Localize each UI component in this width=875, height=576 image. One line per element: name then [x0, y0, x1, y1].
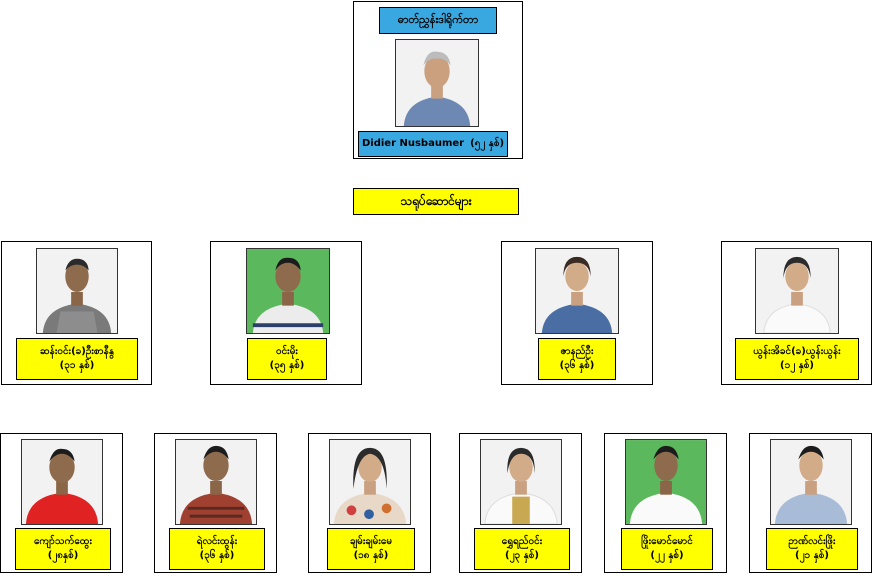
cast-age: (၁၈ နှစ်): [353, 550, 389, 561]
person-photo-icon: [756, 249, 838, 333]
cast-name: ရဲလင်းထွန်း: [196, 536, 238, 547]
director-photo: [395, 39, 479, 127]
cast-name: ရွှေရည်ဝင်း: [501, 536, 543, 547]
cast-age: (၃၆ နှစ်): [559, 360, 595, 371]
cast-name: ဖြိုးမောင်မောင်: [641, 536, 693, 547]
cast-card-r1-2: ဝင်းမိုး (၃၅ နှစ်): [210, 241, 362, 385]
cast-heading: သရုပ်ဆောင်များ: [353, 188, 519, 215]
person-photo-icon: [247, 249, 329, 333]
cast-name: ဇာနည်ဦး: [560, 346, 594, 357]
cast-age: (၂၈နှစ်): [47, 550, 79, 561]
cast-photo: [21, 439, 103, 525]
director-name: Didier Nusbaumer: [361, 138, 465, 149]
cast-label: ချမ်းချမ်းမေ (၁၈ နှစ်): [327, 528, 415, 570]
director-card: ဓာတ်ညွှန်းဒါရိုက်တာ Didier Nusbaumer (၅၂…: [353, 1, 523, 159]
cast-label: ဇာနည်ဦး (၃၆ နှစ်): [538, 338, 616, 380]
cast-label: ဆန်းဝင်း(ခ)ဦးစာနီနွ (၃၁ နှစ်): [16, 338, 138, 380]
cast-name: ချမ်းချမ်းမေ: [349, 536, 393, 547]
cast-age: (၃၅ နှစ်): [269, 360, 305, 371]
person-photo-icon: [396, 40, 478, 126]
cast-photo: [480, 439, 562, 525]
cast-name: ဝင်းမိုး: [276, 346, 298, 357]
cast-photo: [625, 439, 707, 525]
cast-age: (၁၂ နှစ်): [780, 360, 814, 371]
cast-photo: [246, 248, 330, 334]
cast-photo: [36, 248, 118, 334]
cast-card-r2-5: ဖြိုးမောင်မောင် (၂၂ နှစ်): [604, 433, 727, 573]
cast-card-r2-6: ဉာဏ်လင်းဖြိုး (၂၁ နှစ်): [749, 433, 872, 573]
cast-photo: [535, 248, 619, 334]
cast-label: ဉာဏ်လင်းဖြိုး (၂၁ နှစ်): [766, 528, 858, 570]
person-photo-icon: [481, 440, 561, 524]
cast-photo: [329, 439, 411, 525]
cast-card-r1-1: ဆန်းဝင်း(ခ)ဦးစာနီနွ (၃၁ နှစ်): [1, 241, 152, 385]
cast-photo: [770, 439, 852, 525]
cast-photo: [175, 439, 257, 525]
cast-label: ယွန်းအိခင်(ခ)ယွန်းယွန်း (၁၂ နှစ်): [735, 338, 859, 380]
cast-label: ကျော်သက်ထွေး (၂၈နှစ်): [15, 528, 111, 570]
director-age: (၅၂ နှစ်): [470, 138, 505, 149]
cast-card-r1-4: ယွန်းအိခင်(ခ)ယွန်းယွန်း (၁၂ နှစ်): [721, 241, 872, 385]
cast-name: ကျော်သက်ထွေး: [34, 536, 92, 547]
person-photo-icon: [22, 440, 102, 524]
person-photo-icon: [626, 440, 706, 524]
cast-card-r2-1: ကျော်သက်ထွေး (၂၈နှစ်): [0, 433, 123, 573]
cast-card-r2-3: ချမ်းချမ်းမေ (၁၈ နှစ်): [308, 433, 431, 573]
cast-card-r2-4: ရွှေရည်ဝင်း (၂၃ နှစ်): [459, 433, 582, 573]
cast-label: ဝင်းမိုး (၃၅ နှစ်): [247, 338, 327, 380]
person-photo-icon: [536, 249, 618, 333]
cast-age: (၂၁ နှစ်): [795, 550, 829, 561]
cast-label: ရွှေရည်ဝင်း (၂၃ နှစ်): [474, 528, 570, 570]
cast-card-r1-3: ဇာနည်ဦး (၃၆ နှစ်): [501, 241, 653, 385]
cast-name: ယွန်းအိခင်(ခ)ယွန်းယွန်း: [753, 346, 841, 357]
person-photo-icon: [37, 249, 117, 333]
cast-name: ဉာဏ်လင်းဖြိုး: [788, 536, 836, 547]
cast-photo: [755, 248, 839, 334]
cast-age: (၃၁ နှစ်): [59, 360, 95, 371]
cast-age: (၂၂ နှစ်): [650, 550, 684, 561]
person-photo-icon: [771, 440, 851, 524]
cast-card-r2-2: ရဲလင်းထွန်း (၃၆ နှစ်): [154, 433, 277, 573]
director-title: ဓာတ်ညွှန်းဒါရိုက်တာ: [379, 7, 497, 34]
person-photo-icon: [176, 440, 256, 524]
cast-label: ရဲလင်းထွန်း (၃၆ နှစ်): [169, 528, 265, 570]
cast-label: ဖြိုးမောင်မောင် (၂၂ နှစ်): [621, 528, 713, 570]
person-photo-icon: [330, 440, 410, 524]
director-name-label: Didier Nusbaumer (၅၂ နှစ်): [358, 131, 508, 157]
cast-name: ဆန်းဝင်း(ခ)ဦးစာနီနွ: [39, 346, 114, 357]
cast-age: (၂၃ နှစ်): [505, 550, 539, 561]
cast-age: (၃၆ နှစ်): [199, 550, 235, 561]
